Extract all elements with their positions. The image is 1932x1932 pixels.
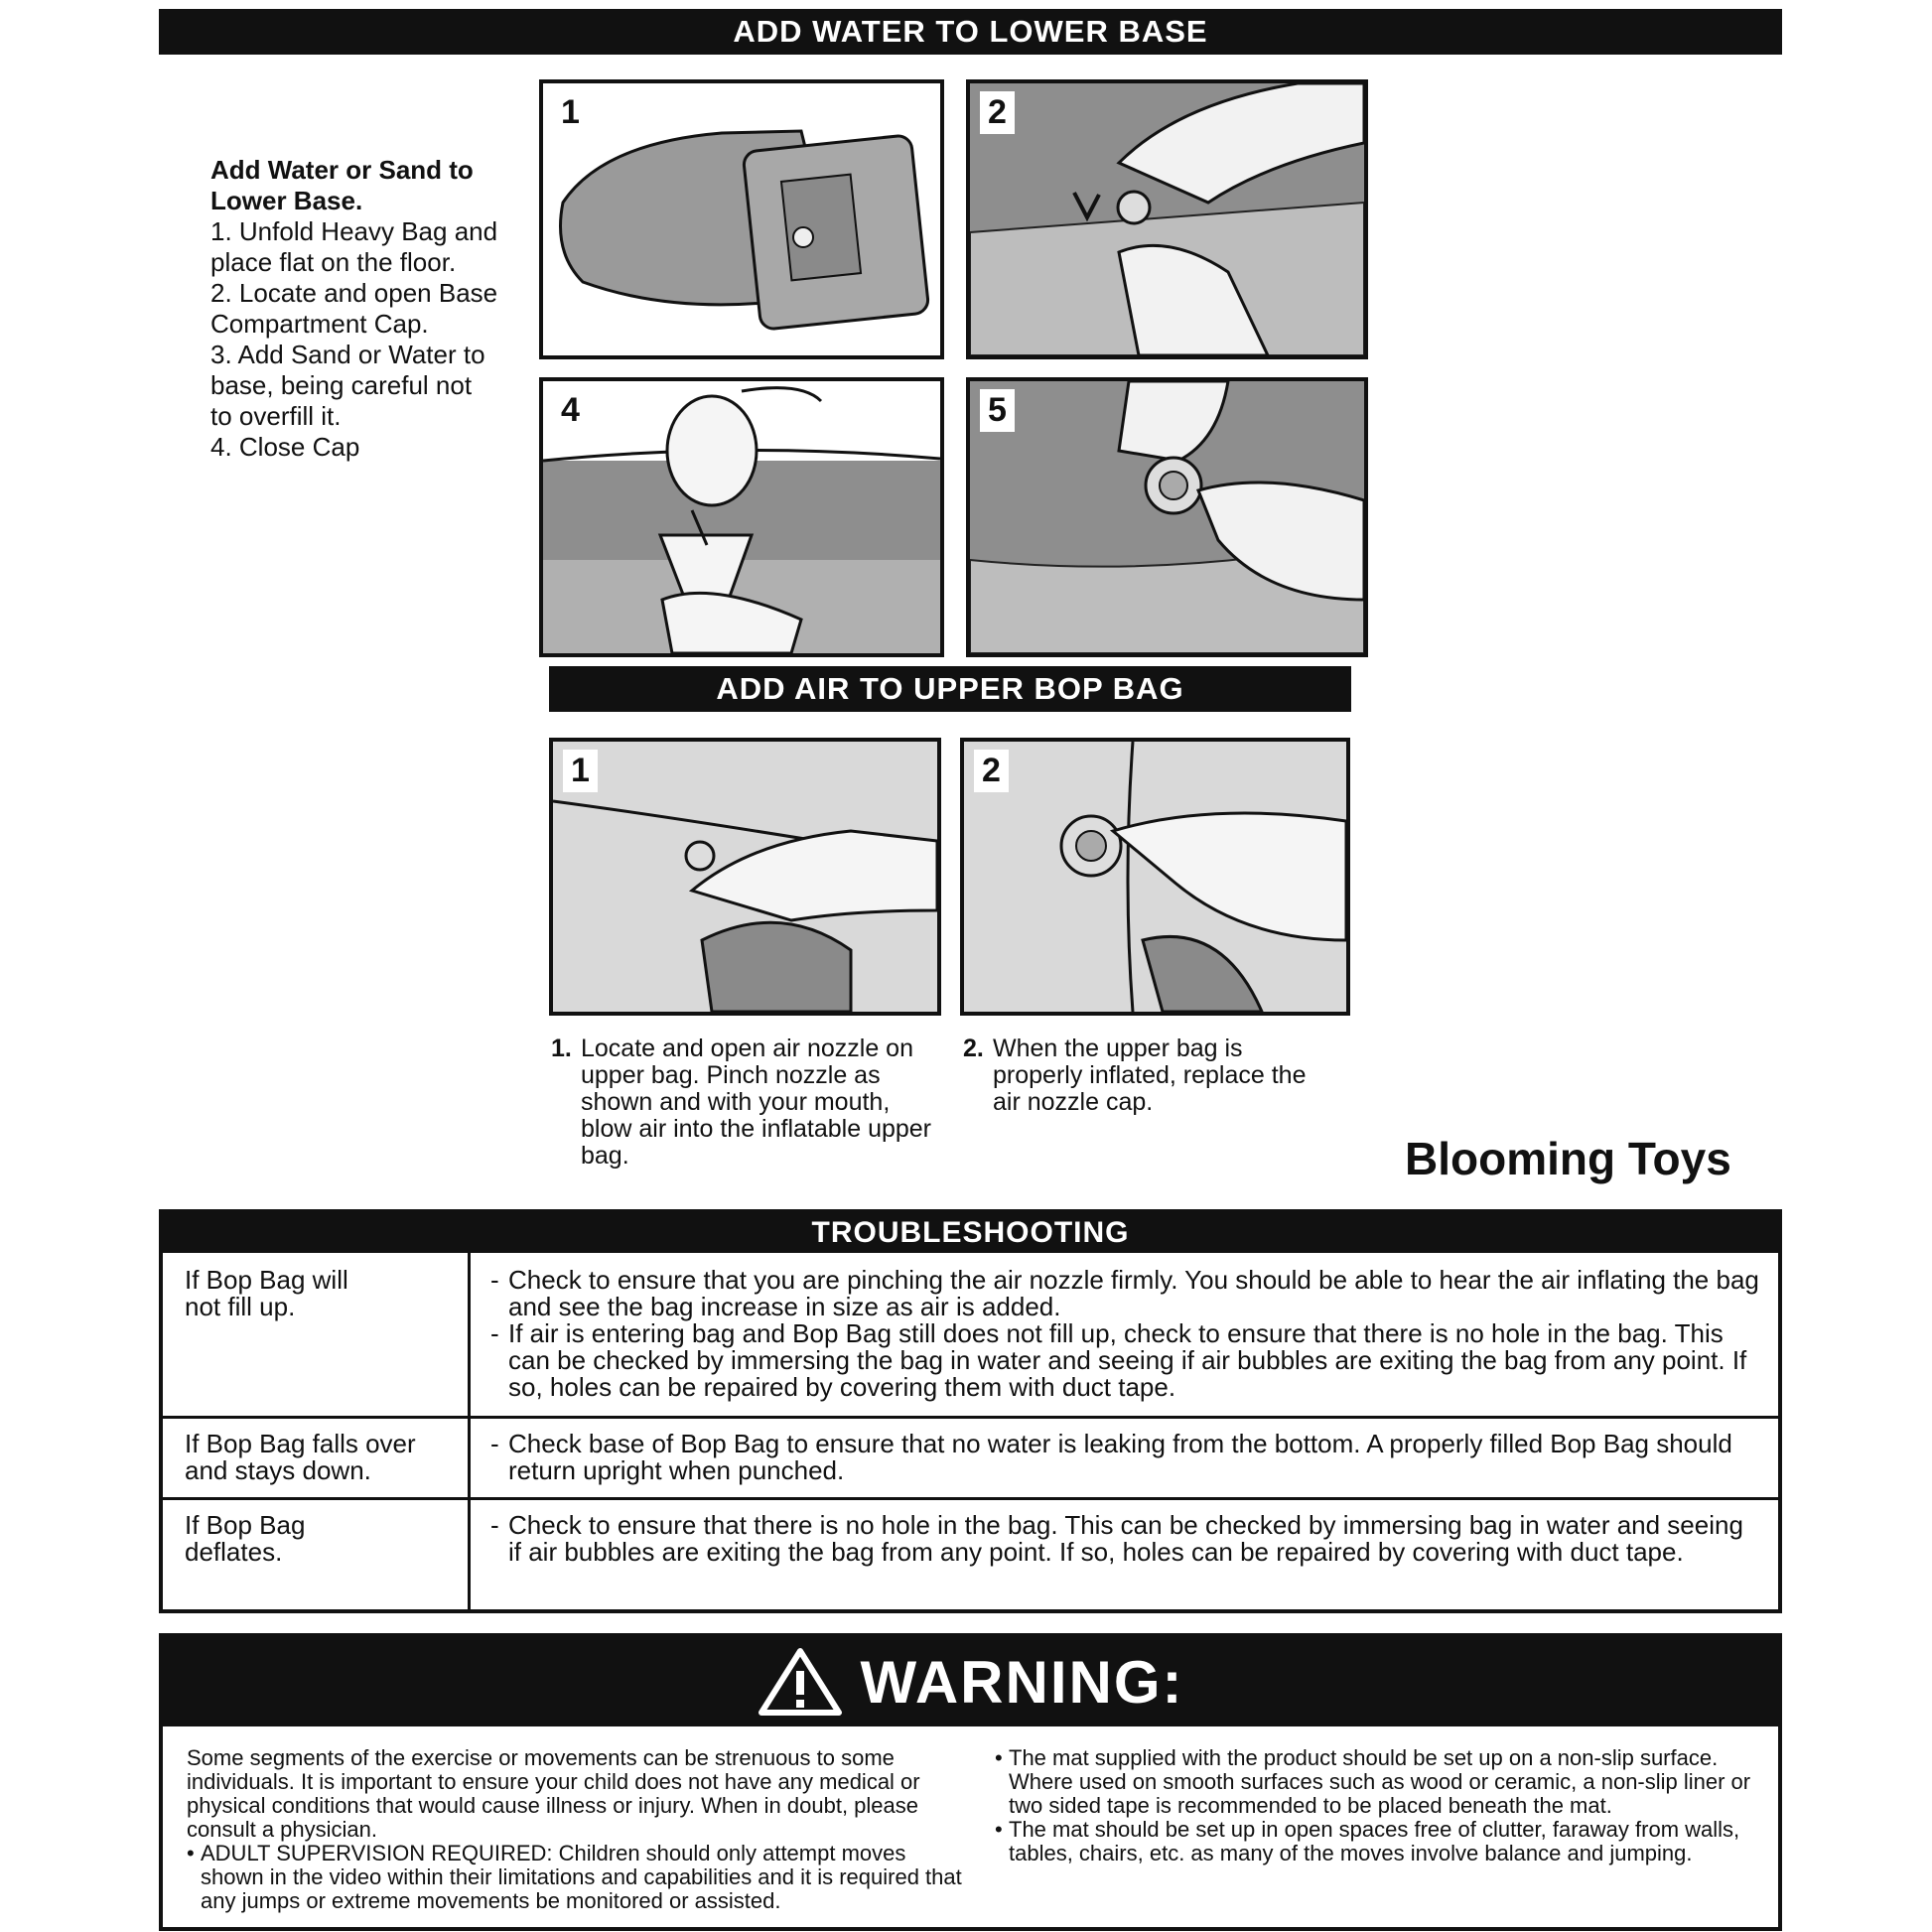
air-section-title: ADD AIR TO UPPER BOP BAG bbox=[716, 671, 1184, 706]
warning-bullet: The mat should be set up in open spaces … bbox=[1009, 1817, 1740, 1865]
warning-bullet: The mat supplied with the product should… bbox=[1009, 1745, 1751, 1818]
warning-title: WARNING: bbox=[860, 1648, 1184, 1716]
caption-text: When the upper bag is properly inflated,… bbox=[993, 1035, 1307, 1116]
step-number: 1 bbox=[563, 750, 598, 792]
warning-left-column: Some segments of the exercise or movemen… bbox=[187, 1746, 971, 1913]
water-intro-step: 4. Close Cap bbox=[210, 432, 360, 462]
air-step-panel-2: 2 bbox=[960, 738, 1350, 1016]
air-section-header: ADD AIR TO UPPER BOP BAG bbox=[549, 666, 1351, 712]
troubleshooting-header: TROUBLESHOOTING bbox=[163, 1213, 1778, 1253]
warning-header: WARNING: bbox=[163, 1637, 1778, 1726]
solution-cell: -Check to ensure that you are pinching t… bbox=[490, 1267, 1761, 1401]
pour-water-illustration bbox=[543, 381, 940, 653]
table-divider bbox=[468, 1253, 471, 1609]
caption-number: 2. bbox=[963, 1035, 984, 1062]
solution-text: Check to ensure that you are pinching th… bbox=[508, 1265, 1759, 1321]
air-caption-1: 1. Locate and open air nozzle on upper b… bbox=[551, 1035, 938, 1170]
unfolded-bag-illustration bbox=[559, 129, 930, 331]
water-intro-step: 3. Add Sand or Water to base, being care… bbox=[210, 340, 485, 431]
close-cap-illustration bbox=[970, 381, 1364, 653]
warning-bullet: ADULT SUPERVISION REQUIRED: Children sho… bbox=[201, 1841, 962, 1913]
step-number: 1 bbox=[553, 91, 588, 134]
warning-triangle-icon bbox=[758, 1648, 842, 1716]
table-row: If Bop Bag falls over and stays down. -C… bbox=[163, 1416, 1778, 1497]
solution-text: Check base of Bop Bag to ensure that no … bbox=[508, 1429, 1732, 1485]
step-number: 2 bbox=[980, 91, 1015, 134]
brand-name: Blooming Toys bbox=[1405, 1133, 1731, 1184]
water-intro-step: 1. Unfold Heavy Bag and place flat on th… bbox=[210, 216, 498, 277]
table-row: If Bop Bag will not fill up. -Check to e… bbox=[163, 1253, 1778, 1416]
problem-cell: If Bop Bag will not fill up. bbox=[185, 1265, 348, 1321]
table-row: If Bop Bag deflates. -Check to ensure th… bbox=[163, 1497, 1778, 1609]
water-step-panel-2: 2 bbox=[966, 79, 1368, 359]
water-section-header: ADD WATER TO LOWER BASE bbox=[159, 9, 1782, 55]
problem-cell: If Bop Bag falls over and stays down. bbox=[185, 1429, 416, 1485]
air-caption-2: 2. When the upper bag is properly inflat… bbox=[963, 1035, 1311, 1116]
water-intro: Add Water or Sand to Lower Base. 1. Unfo… bbox=[210, 155, 498, 463]
water-intro-heading: Add Water or Sand to Lower Base. bbox=[210, 155, 474, 215]
solution-cell: -Check base of Bop Bag to ensure that no… bbox=[490, 1431, 1761, 1484]
step-number: 2 bbox=[974, 750, 1009, 792]
step-number: 5 bbox=[980, 389, 1015, 432]
water-section-title: ADD WATER TO LOWER BASE bbox=[733, 14, 1208, 49]
problem-cell: If Bop Bag deflates. bbox=[185, 1510, 306, 1567]
solution-text: If air is entering bag and Bop Bag still… bbox=[508, 1318, 1747, 1402]
solution-cell: -Check to ensure that there is no hole i… bbox=[490, 1512, 1761, 1566]
open-cap-illustration bbox=[970, 83, 1364, 355]
water-step-panel-5: 5 bbox=[966, 377, 1368, 657]
water-step-panel-4: 4 bbox=[539, 377, 944, 657]
troubleshooting-table: TROUBLESHOOTING If Bop Bag will not fill… bbox=[159, 1209, 1782, 1613]
caption-number: 1. bbox=[551, 1035, 572, 1062]
troubleshooting-title: TROUBLESHOOTING bbox=[811, 1216, 1130, 1249]
air-step-panel-1: 1 bbox=[549, 738, 941, 1016]
step-number: 4 bbox=[553, 389, 588, 432]
warning-paragraph: Some segments of the exercise or movemen… bbox=[187, 1745, 920, 1842]
caption-text: Locate and open air nozzle on upper bag.… bbox=[581, 1035, 932, 1170]
warning-box: WARNING: Some segments of the exercise o… bbox=[159, 1633, 1782, 1931]
warning-right-column: •The mat supplied with the product shoul… bbox=[995, 1746, 1764, 1865]
water-intro-step: 2. Locate and open Base Compartment Cap. bbox=[210, 278, 498, 339]
water-step-panel-1: 1 bbox=[539, 79, 944, 359]
replace-cap-illustration bbox=[1059, 742, 1346, 1012]
pinch-nozzle-illustration bbox=[553, 799, 937, 1012]
solution-text: Check to ensure that there is no hole in… bbox=[508, 1510, 1743, 1567]
